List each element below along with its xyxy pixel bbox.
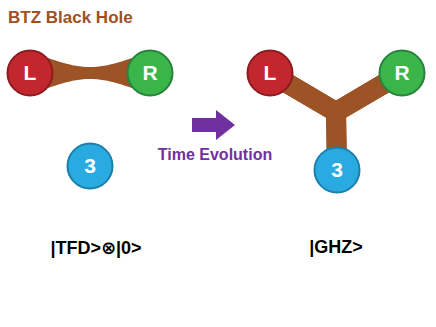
qubit-circle: R [378, 49, 426, 97]
node-label: L [264, 61, 277, 85]
qubit-circle: R [126, 49, 174, 97]
node-label: 3 [84, 154, 96, 178]
circle-shape [128, 51, 173, 96]
entanglement-band [48, 58, 132, 88]
qubit-circle: L [6, 49, 54, 97]
circle-shape [68, 144, 113, 189]
time-arrow [192, 110, 235, 140]
node-label: 3 [331, 158, 343, 182]
circle-shape [8, 51, 53, 96]
entanglement-band [336, 83, 385, 151]
circle-shape [315, 148, 360, 193]
node-label: R [394, 61, 409, 85]
title: BTZ Black Hole [8, 8, 133, 28]
state-label: |TFD>⊗|0> [50, 237, 141, 259]
circle-shape [380, 51, 425, 96]
qubit-circle: 3 [313, 146, 361, 194]
node-label: R [142, 61, 157, 85]
qubit-circle: L [246, 49, 294, 97]
node-label: L [24, 61, 37, 85]
process-label: Time Evolution [158, 146, 272, 164]
circle-shape [248, 51, 293, 96]
qubit-circle: 3 [66, 142, 114, 190]
state-label: |GHZ> [309, 237, 363, 258]
